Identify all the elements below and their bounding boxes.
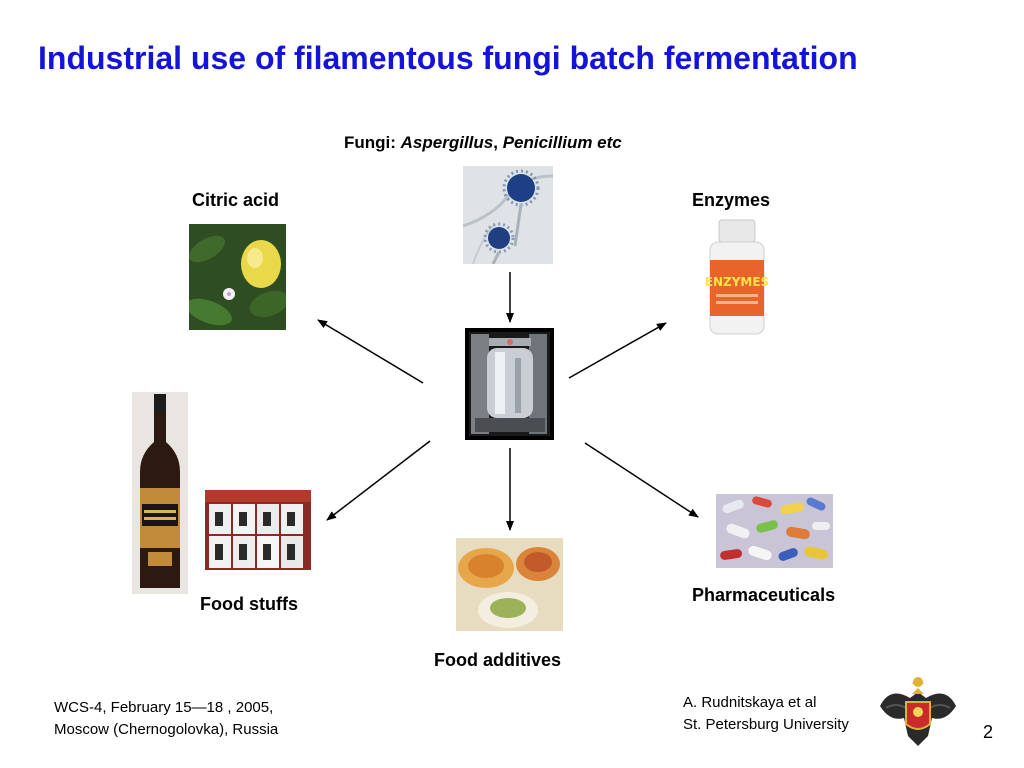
label-citric-acid: Citric acid xyxy=(192,190,280,210)
label-pharmaceuticals: Pharmaceuticals xyxy=(692,585,836,605)
label-enzymes: Enzymes xyxy=(692,190,771,210)
arrow-to-food-stuffs xyxy=(326,440,431,521)
genus-aspergillus: Aspergillus xyxy=(400,133,494,152)
conference-info: WCS-4, February 15—18 , 2005, Moscow (Ch… xyxy=(54,697,278,741)
fungi-label-prefix: Fungi: xyxy=(344,133,401,152)
arrow-to-pharmaceuticals xyxy=(584,442,699,518)
fungi-label: Fungi: Aspergillus, Penicillium etc xyxy=(344,133,622,153)
author-info: A. Rudnitskaya et al St. Petersburg Univ… xyxy=(683,692,849,736)
spices-image xyxy=(456,538,563,631)
fungi-microscope-image xyxy=(463,166,553,264)
slide-title: Industrial use of filamentous fungi batc… xyxy=(38,40,858,76)
label-food-stuffs: Food stuffs xyxy=(200,594,298,614)
author-line-1: A. Rudnitskaya et al xyxy=(683,694,817,711)
pills-image xyxy=(716,494,833,568)
genus-penicillium: Penicillium etc xyxy=(502,133,622,152)
page-number: 2 xyxy=(983,722,994,742)
university-crest-logo xyxy=(876,672,960,752)
enzymes-bottle-image: ENZYMES xyxy=(704,218,770,336)
enzymes-bottle-text: ENZYMES xyxy=(705,275,769,289)
label-food-additives: Food additives xyxy=(434,650,562,670)
genus-separator: , xyxy=(493,133,503,152)
fermenter-image xyxy=(465,328,554,440)
conference-line-1: WCS-4, February 15—18 , 2005, xyxy=(54,699,274,716)
lemon-image xyxy=(189,224,286,330)
sauce-bottle-image xyxy=(132,392,188,594)
author-line-2: St. Petersburg University xyxy=(683,716,849,733)
conference-line-2: Moscow (Chernogolovka), Russia xyxy=(54,721,279,738)
arrow-to-citric-acid xyxy=(317,319,424,384)
sake-barrels-image xyxy=(205,490,311,570)
arrow-to-enzymes xyxy=(568,322,667,379)
